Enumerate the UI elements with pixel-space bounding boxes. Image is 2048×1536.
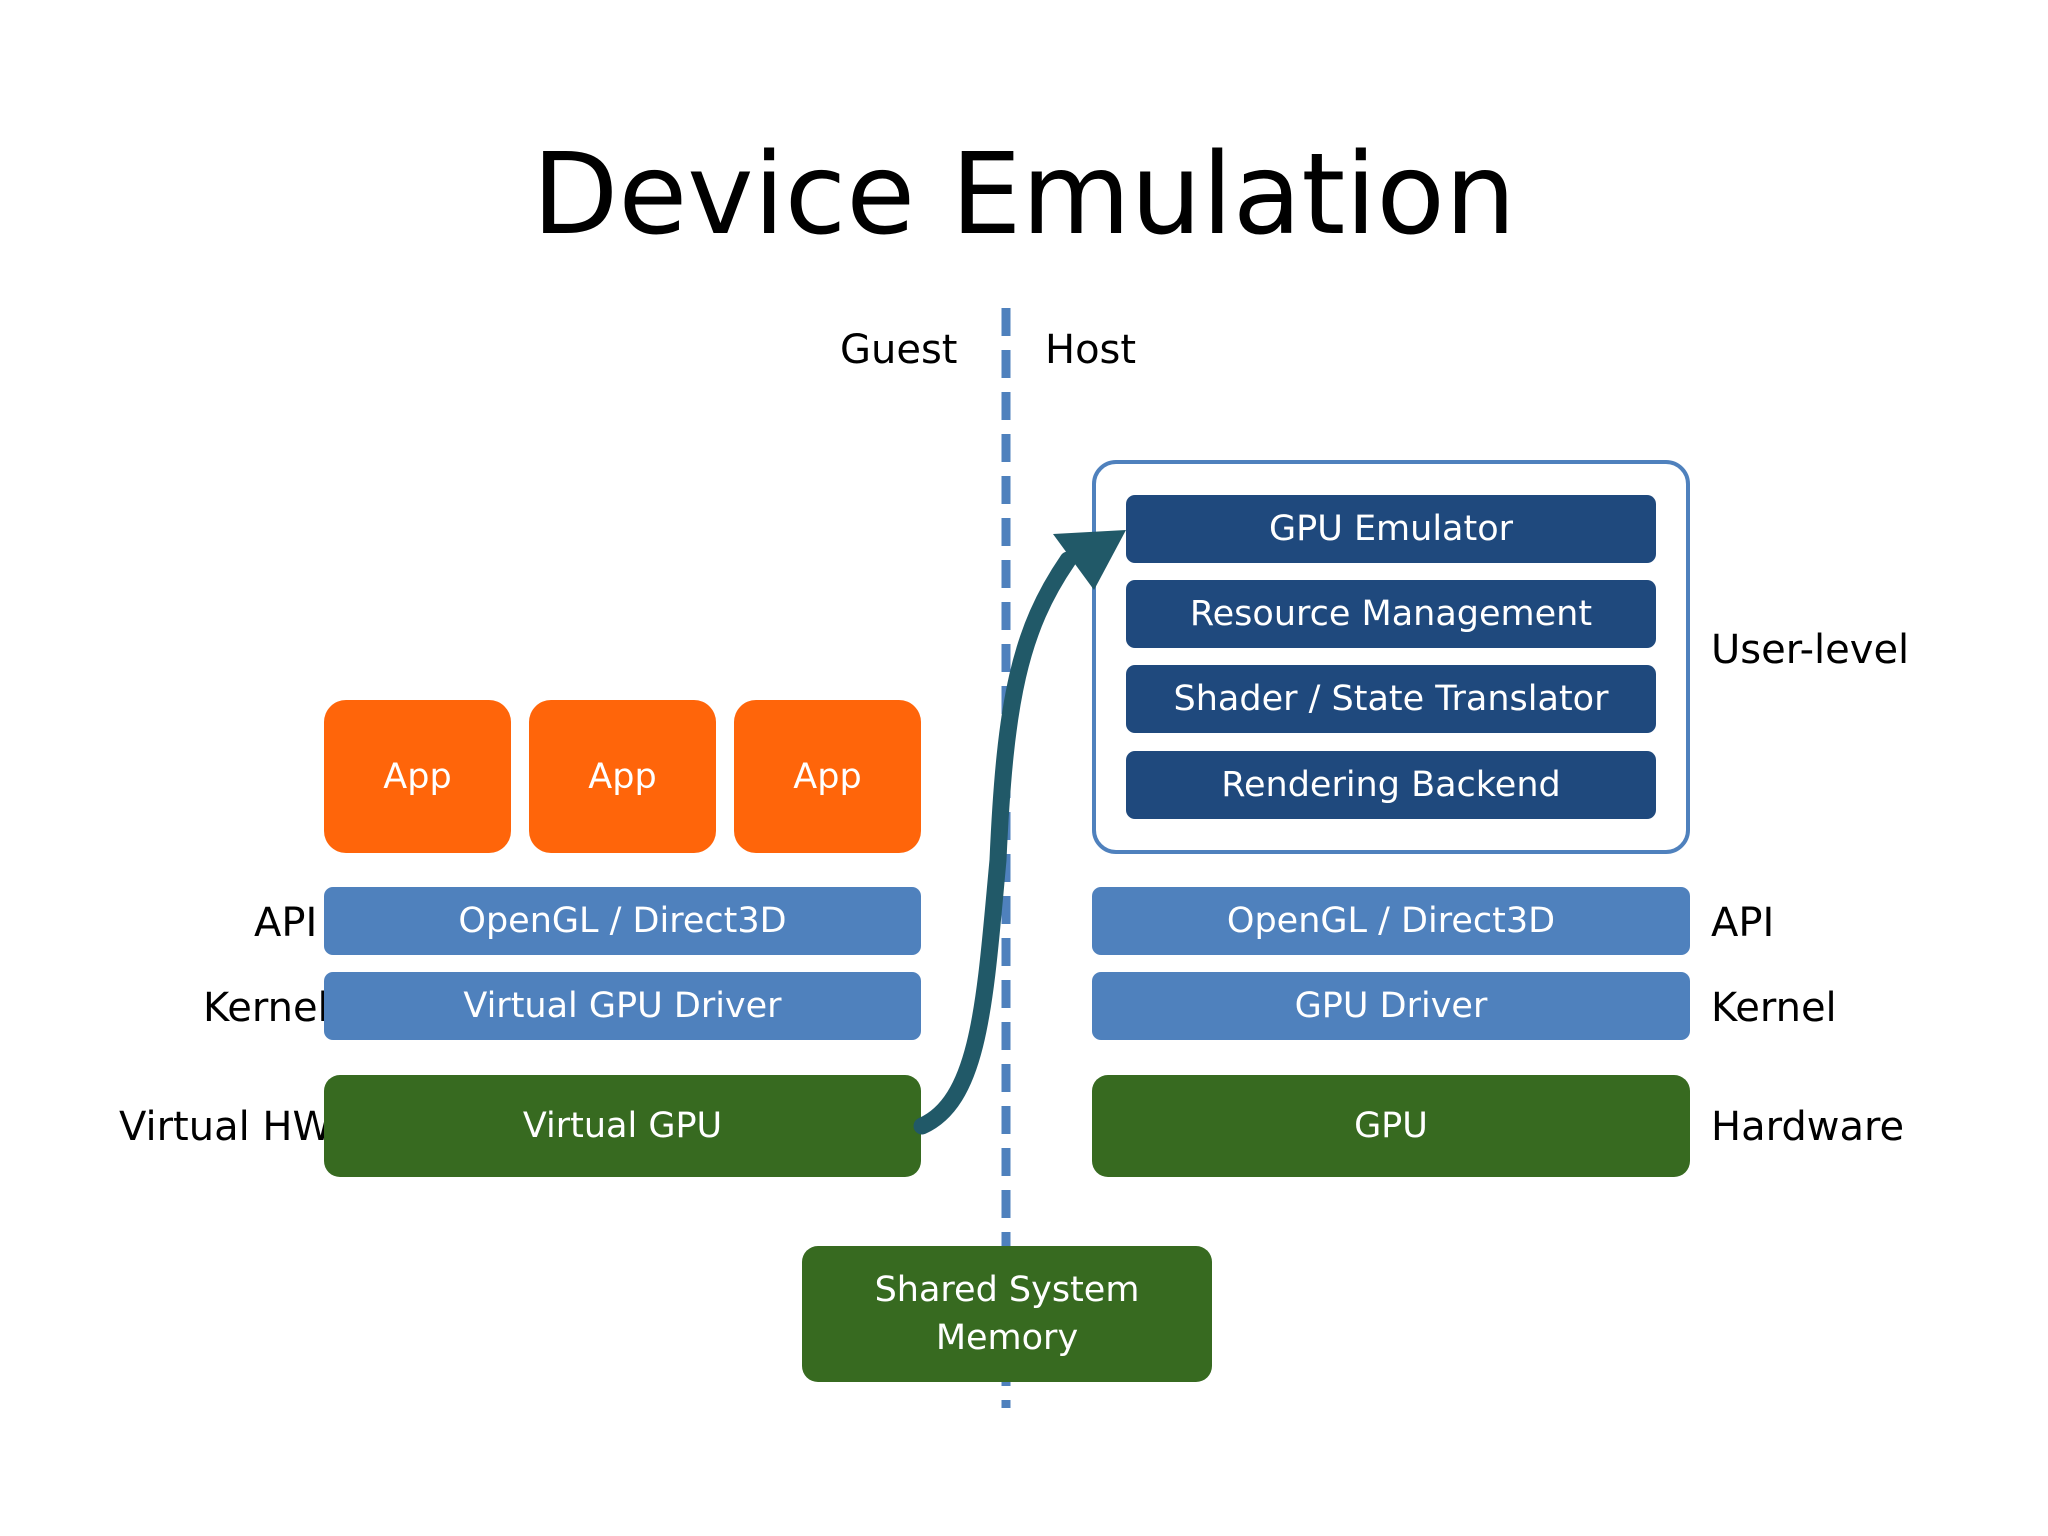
guest-kernel-label: Kernel (203, 985, 329, 1031)
host-api-label: API (1711, 900, 1775, 946)
shared-system-memory: Shared System Memory (802, 1246, 1212, 1382)
host-resource-management: Resource Management (1126, 580, 1656, 648)
host-hw-layer: GPU (1092, 1075, 1690, 1177)
virtual-gpu-to-emulator-arrow (913, 551, 1077, 1135)
host-userlevel-label: User-level (1711, 627, 1910, 673)
host-rendering-backend: Rendering Backend (1126, 751, 1656, 819)
guest-label: Guest (840, 327, 958, 373)
host-hw-label: Hardware (1711, 1104, 1905, 1150)
guest-hw-label: Virtual HW (119, 1104, 333, 1150)
host-gpu-emulator: GPU Emulator (1126, 495, 1656, 563)
guest-api-layer: OpenGL / Direct3D (324, 887, 921, 955)
guest-app-3: App (734, 700, 921, 853)
slide-title: Device Emulation (532, 130, 1516, 260)
guest-kernel-layer: Virtual GPU Driver (324, 972, 921, 1040)
guest-api-label: API (254, 900, 318, 946)
guest-app-2: App (529, 700, 716, 853)
host-label: Host (1045, 327, 1137, 373)
host-kernel-label: Kernel (1711, 985, 1837, 1031)
host-shader-state-translator: Shader / State Translator (1126, 665, 1656, 733)
host-kernel-layer: GPU Driver (1092, 972, 1690, 1040)
guest-app-1: App (324, 700, 511, 853)
host-api-layer: OpenGL / Direct3D (1092, 887, 1690, 955)
guest-hw-layer: Virtual GPU (324, 1075, 921, 1177)
